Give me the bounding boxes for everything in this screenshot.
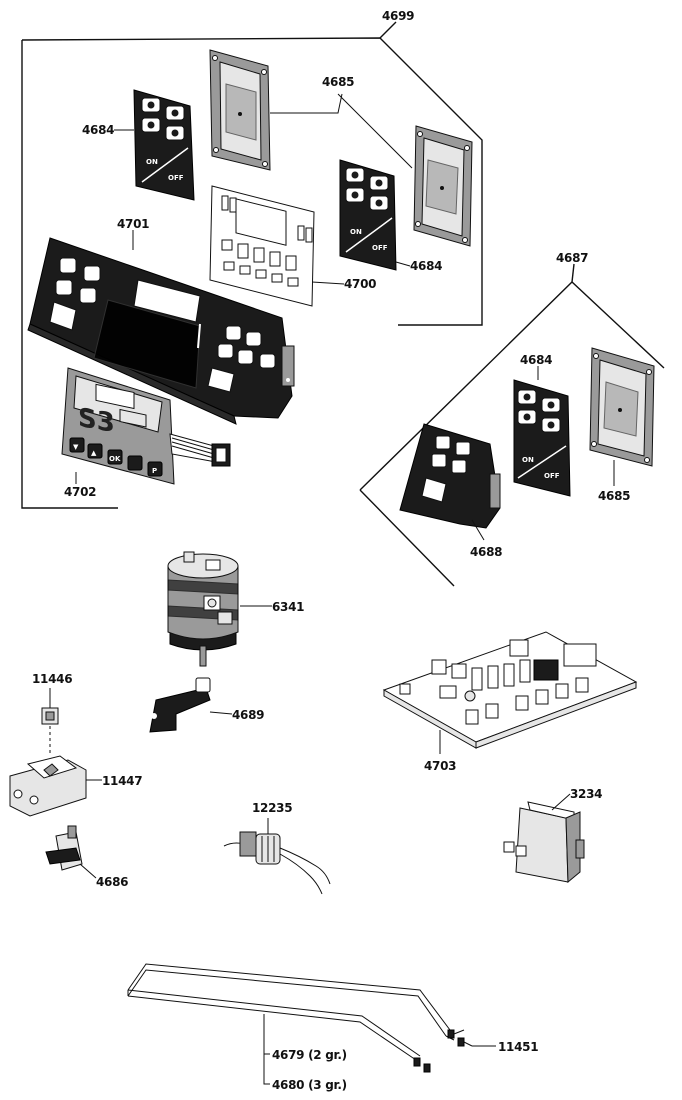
overlay-4700 [209,185,315,307]
btn-down-label: ▼ [73,443,79,451]
keypad-on-label: ON [146,158,158,166]
label-6341: 6341 [272,600,304,614]
control-board-4702: S3 ▼ ▲ OK P [61,367,231,485]
part-11446 [41,688,59,756]
gasket-4685-upper [209,49,271,171]
pcb-4703 [382,631,638,749]
label-4703: 4703 [424,759,456,773]
keypad-on-label: ON [522,456,534,464]
keypad-4684-right: ON OFF [339,159,397,271]
group-4687-bracket [359,263,665,587]
part-11447 [9,755,87,817]
label-4685-upper: 4685 [322,75,354,89]
lever-4689 [149,677,211,733]
housing-4688 [399,423,501,529]
part-4686 [45,825,83,871]
label-11446: 11446 [32,672,72,686]
sensor-12235 [223,818,331,895]
label-4686: 4686 [96,875,128,889]
keypad-off-label: OFF [168,174,184,182]
group-4699-bracket [21,21,483,509]
gasket-4685-right [413,125,473,247]
gasket-4685-group2 [589,347,655,467]
label-4700: 4700 [344,277,376,291]
btn-up-label: ▲ [91,449,97,457]
rotary-switch-6341 [167,551,239,667]
keypad-off-label: OFF [544,472,560,480]
label-4684-group2: 4684 [520,353,552,367]
label-4687: 4687 [556,251,588,265]
label-4699: 4699 [382,9,414,23]
label-4701: 4701 [117,217,149,231]
label-4679: 4679 (2 gr.) [272,1048,347,1062]
label-4684-right: 4684 [410,259,442,273]
heating-element-4679-4680 [127,963,473,1073]
label-4688: 4688 [470,545,502,559]
front-panel-4701 [27,237,295,425]
btn-ok-label: OK [109,455,121,463]
label-11451: 11451 [498,1040,538,1054]
keypad-off-label: OFF [372,244,388,252]
brand-s3: S3 [78,403,115,439]
label-4685-group2: 4685 [598,489,630,503]
keypad-4684-group2: ON OFF [513,379,571,497]
label-11447: 11447 [102,774,142,788]
label-4702: 4702 [64,485,96,499]
label-4689: 4689 [232,708,264,722]
label-3234: 3234 [570,787,602,801]
relay-3234 [503,801,585,884]
label-12235: 12235 [252,801,292,815]
btn-p-label: P [152,467,157,475]
keypad-on-label: ON [350,228,362,236]
label-4680: 4680 (3 gr.) [272,1078,347,1092]
label-4684-upper: 4684 [82,123,114,137]
keypad-4684-upper: ON OFF [133,89,195,201]
